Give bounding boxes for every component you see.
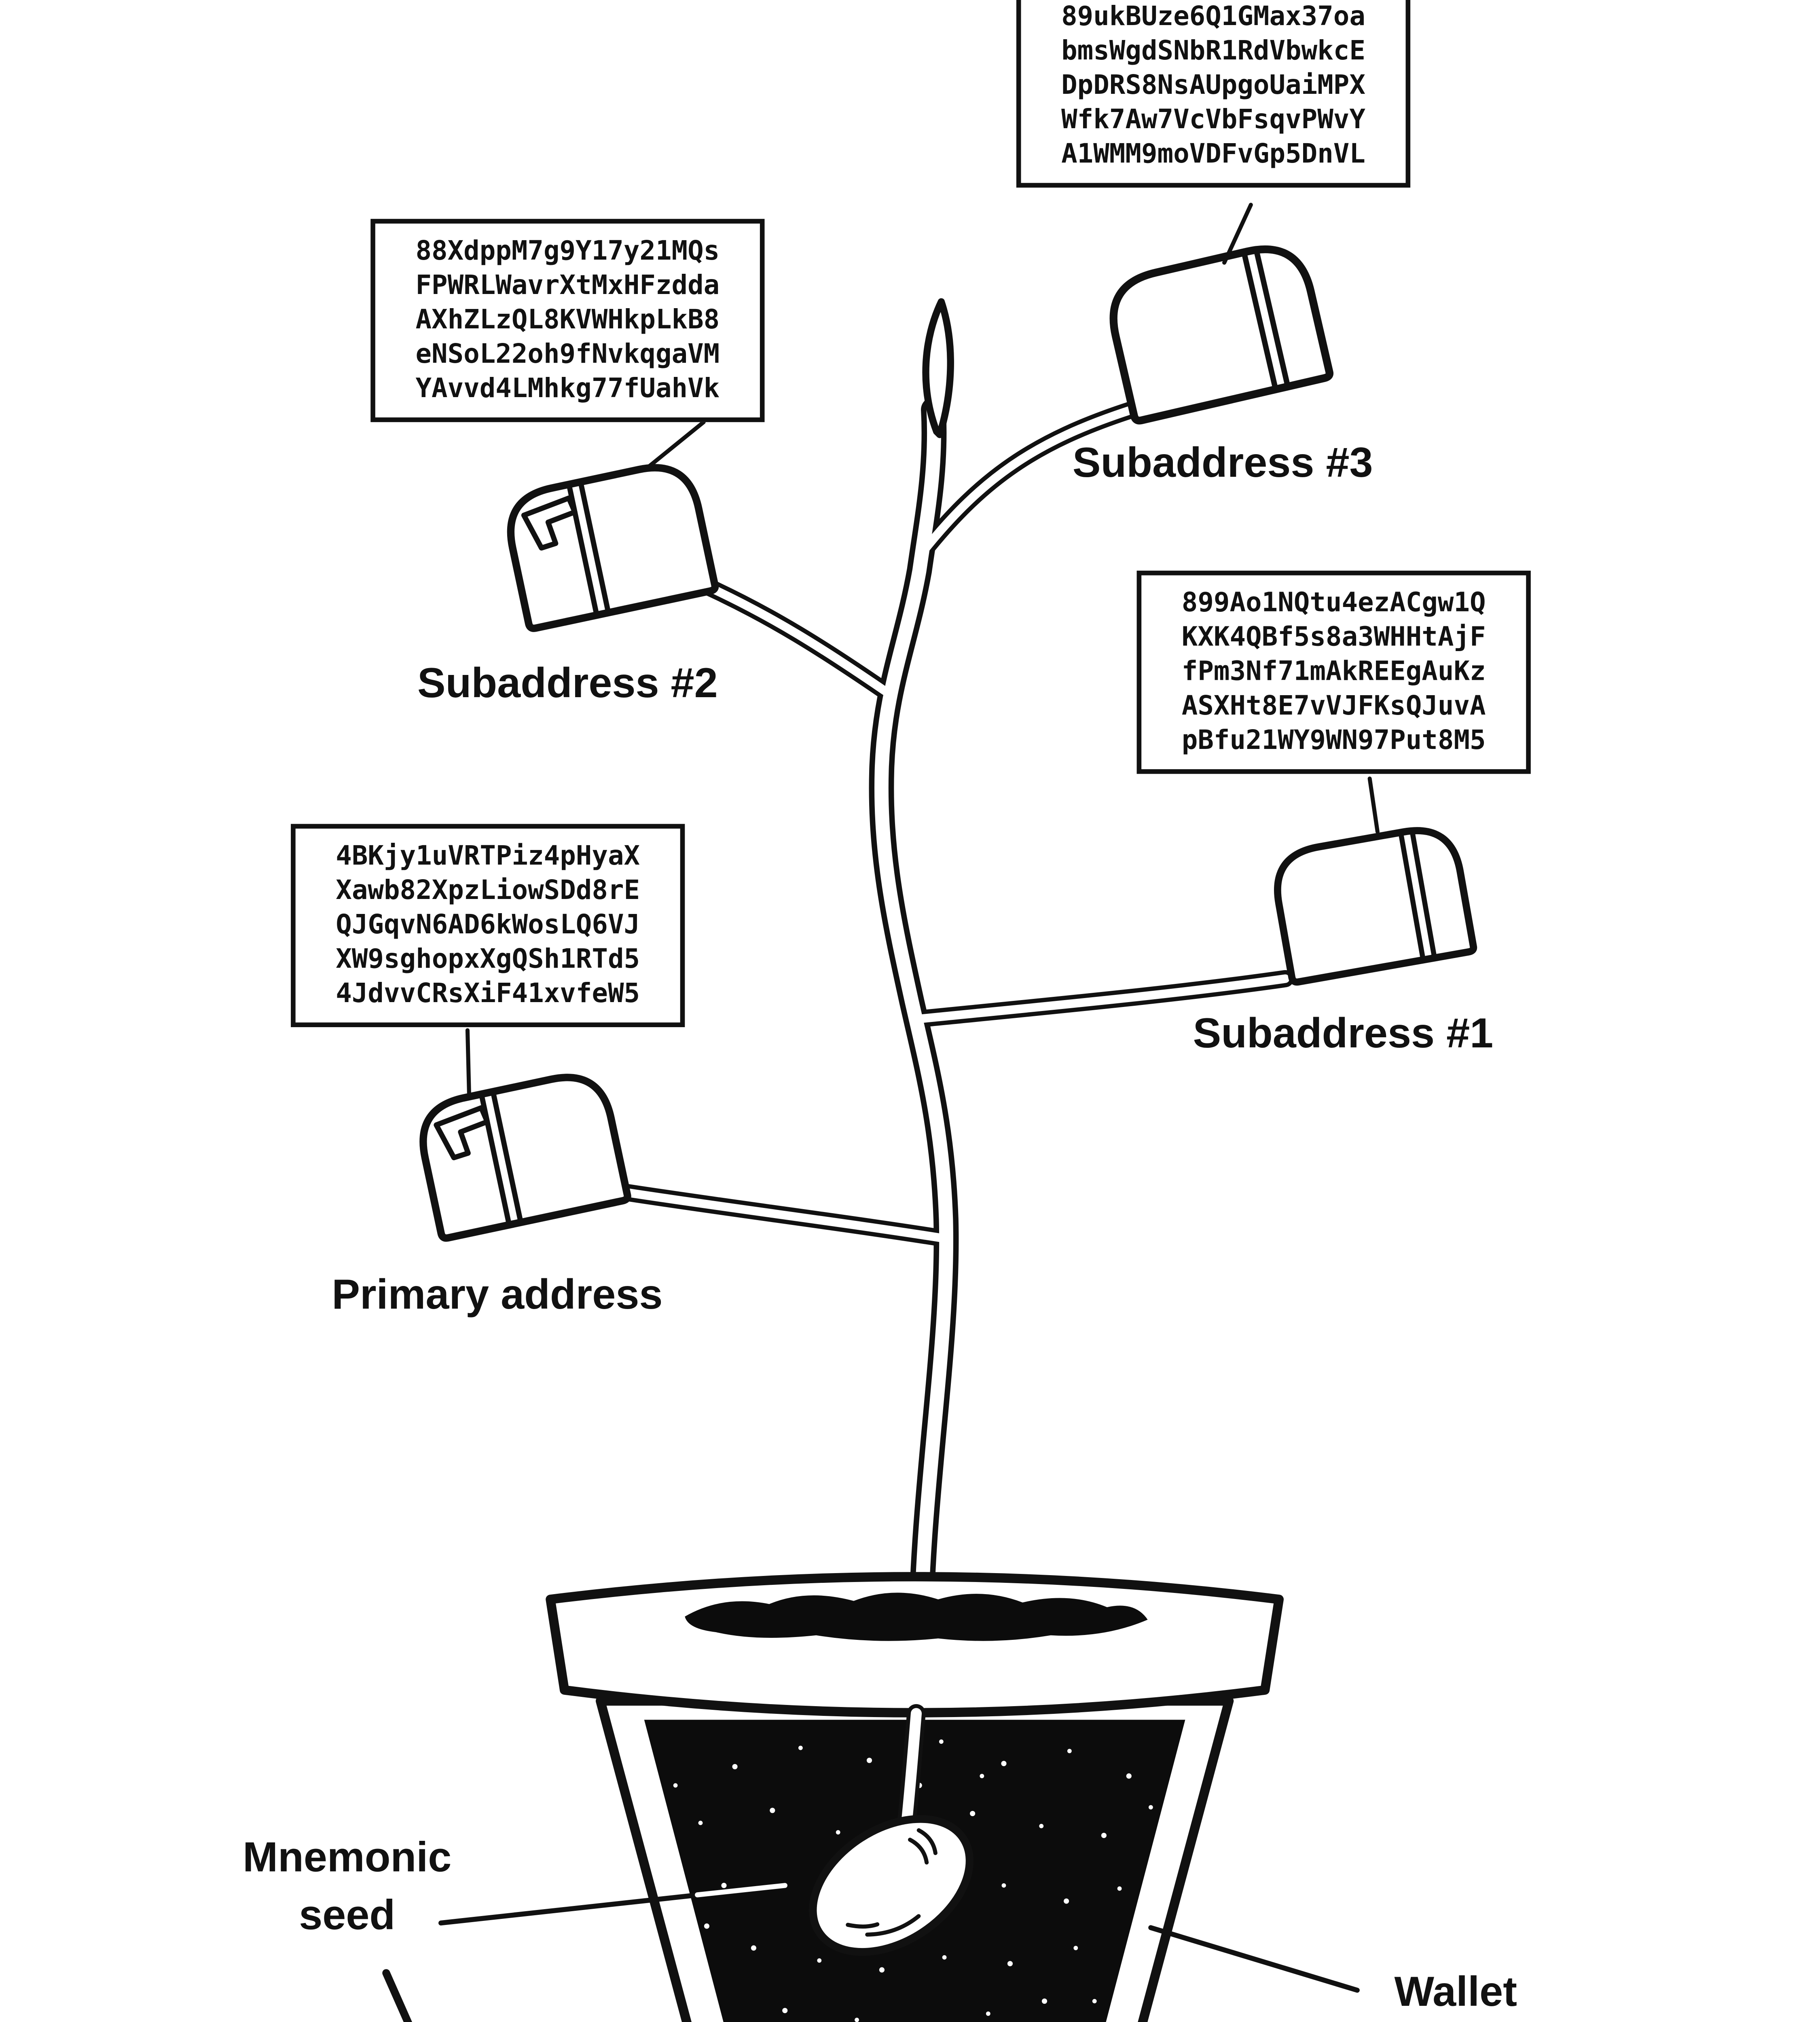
seed-words-pointer [382,1969,413,2022]
address-line: Xawb82XpzLiowSDd8rE [336,875,640,907]
leader-lines [382,203,1380,2022]
address-line: eNSoL22oh9fNvkqgaVM [415,339,720,371]
address-line: XW9sghopxXgQSh1RTd5 [336,944,640,976]
address-line: 89ukBUze6Q1GMax37oa [1061,1,1365,33]
leader-subaddress2 [643,420,706,471]
address-line: pBfu21WY9WN97Put8M5 [1181,725,1486,757]
mailbox-primary-icon [419,1074,631,1242]
address-line: bmsWgdSNbR1RdVbwkcE [1061,36,1365,68]
soil-surface [685,1593,1148,1641]
address-line: AXhZLzQL8KVWHkpLkB8 [415,305,720,336]
wallet-pointer [1148,1925,1360,1993]
wallet-label: Wallet [1394,1968,1517,2016]
address-line: ASXHt8E7vVJFKsQJuvA [1181,691,1486,723]
subaddress3-label: Subaddress #3 [1072,439,1373,486]
mnemonic-seed-icon [809,1815,974,1956]
leader-subaddress1 [1367,776,1380,834]
address-line: FPWRLWavrXtMxHFzdda [415,270,720,302]
address-line: A1WMM9moVDFvGp5DnVL [1061,139,1365,171]
mnemonic-pointer-on-soil [695,1883,787,1897]
mnemonic-seed-label: Mnemonic seed [191,1829,504,1945]
primary-address-label: Primary address [332,1271,663,1318]
address-line: DpDRS8NsAUpgoUaiMPX [1061,70,1365,102]
mailbox-flag-icon [434,1105,490,1161]
primary-address-box: 4BKjy1uVRTPiz4pHyaX Xawb82XpzLiowSDd8rE … [291,824,685,1027]
address-line: 88XdppM7g9Y17y21MQs [415,236,720,268]
leader-subaddress3 [1222,203,1253,265]
address-line: KXK4QBf5s8a3WHHtAjF [1181,622,1486,654]
subaddress2-address-box: 88XdppM7g9Y17y21MQs FPWRLWavrXtMxHFzdda … [370,219,765,422]
stem-tip-leaf [922,298,954,438]
stem-branches-fill [615,402,1290,1643]
address-line: 4BKjy1uVRTPiz4pHyaX [336,841,640,873]
subaddress1-label: Subaddress #1 [1193,1010,1494,1057]
mailbox-subaddress2-icon [507,464,719,632]
address-line: Wfk7Aw7VcVbFsqvPWvY [1061,105,1365,136]
address-line: 4JdvvCRsXiF41xvfeW5 [336,979,640,1010]
mnemonic-seed-label-line1: Mnemonic [243,1834,452,1881]
flower-pot [546,1572,1284,2022]
soil-speckles [673,1739,1153,2022]
subaddress1-address-box: 899Ao1NQtu4ezACgw1Q KXK4QBf5s8a3WHHtAjF … [1136,571,1531,774]
address-line: YAvvd4LMhkg77fUahVk [415,373,720,405]
leader-primary [465,1028,471,1095]
mailbox-subaddress3-icon [1109,245,1334,425]
address-line: QJGqvN6AD6kWosLQ6VJ [336,910,640,941]
subaddress2-label: Subaddress #2 [417,660,718,707]
address-line: 899Ao1NQtu4ezACgw1Q [1181,588,1486,619]
mnemonic-seed-label-line2: seed [299,1891,396,1939]
mailbox-subaddress1-icon [1274,827,1477,986]
address-line: fPm3Nf71mAkREEgAuKz [1181,656,1486,688]
mailbox-flag-icon [521,495,578,551]
subaddress3-address-box: 89ukBUze6Q1GMax37oa bmsWgdSNbR1RdVbwkcE … [1016,0,1411,188]
